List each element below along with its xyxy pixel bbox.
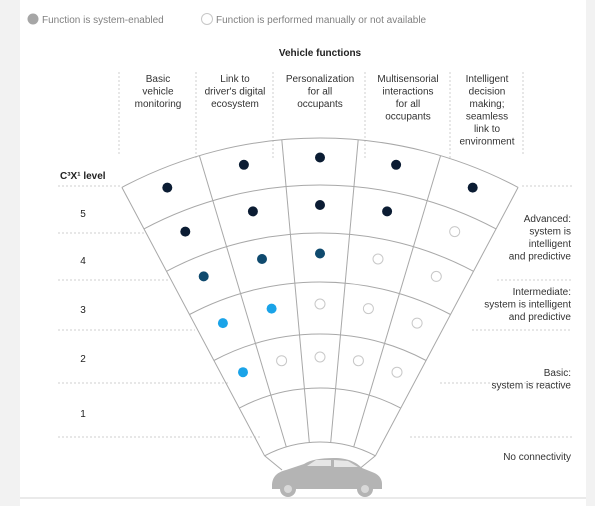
- function-dot-manual: [362, 303, 374, 315]
- fan-radial-line: [281, 139, 310, 443]
- column-header-line: interactions: [382, 87, 433, 98]
- level-description-line: Intermediate:: [513, 287, 571, 298]
- level-description-line: Advanced:: [524, 214, 571, 225]
- legend-manual-swatch: [201, 13, 213, 25]
- level-description-line: system is: [529, 227, 571, 238]
- function-dot-advanced: [238, 159, 249, 170]
- function-dot-intermediate: [315, 248, 325, 259]
- fan-grid: [121, 137, 519, 471]
- fan-arc: [264, 441, 376, 457]
- function-dot-manual: [372, 253, 384, 265]
- level-description-line: No connectivity: [503, 452, 571, 463]
- function-dot-manual: [391, 366, 403, 378]
- column-header-line: seamless: [466, 112, 508, 123]
- function-dot-intermediate: [257, 254, 267, 264]
- column-separators: [118, 72, 524, 160]
- fan-arc: [239, 387, 401, 409]
- fan-radial-line: [353, 155, 442, 448]
- column-header-line: occupants: [297, 99, 343, 110]
- function-dot-advanced: [467, 182, 478, 193]
- function-dot-advanced: [391, 159, 402, 170]
- column-header-line: Basic: [146, 74, 170, 85]
- fan-radial-line: [198, 155, 287, 448]
- level-description-line: system is reactive: [492, 381, 572, 392]
- level-description-line: system is intelligent: [484, 300, 571, 311]
- column-header-line: Personalization: [286, 74, 354, 85]
- legend-enabled-swatch: [27, 13, 39, 25]
- level-label-1: 1: [80, 409, 86, 420]
- function-dot-manual: [430, 270, 442, 282]
- level-labels: C³X¹ level 5 4 3 2 1: [60, 171, 106, 420]
- function-dot-advanced: [247, 206, 258, 217]
- fan-radial-line: [330, 139, 359, 443]
- column-header-line: decision: [469, 87, 506, 98]
- legend-manual-label: Function is performed manually or not av…: [216, 15, 427, 26]
- function-dot-basic: [266, 303, 277, 314]
- function-dot-advanced: [315, 152, 325, 163]
- column-header-line: Link to: [220, 74, 250, 85]
- column-header-line: vehicle: [142, 87, 174, 98]
- level-description-line: and predictive: [509, 312, 572, 323]
- function-dot-advanced: [315, 200, 325, 210]
- fan-arc: [189, 281, 451, 315]
- function-dot-manual: [314, 351, 326, 363]
- function-dot-advanced: [180, 226, 191, 237]
- function-dot-manual: [276, 355, 288, 367]
- function-dot-basic: [217, 318, 228, 329]
- function-dot-manual: [352, 355, 364, 367]
- column-header-line: ecosystem: [211, 99, 259, 110]
- column-header-line: Multisensorial: [377, 74, 438, 85]
- function-dot-manual: [449, 226, 461, 238]
- fan-arc: [121, 137, 519, 188]
- fan-arc: [213, 333, 427, 361]
- function-dot-basic: [238, 367, 248, 378]
- column-header-line: link to: [474, 124, 501, 135]
- column-header-line: occupants: [385, 112, 431, 123]
- column-header-line: for all: [308, 87, 332, 98]
- level-label-2: 2: [80, 354, 86, 365]
- level-header: C³X¹ level: [60, 171, 106, 182]
- column-header-line: environment: [459, 137, 514, 148]
- fan-connector-line: [264, 455, 283, 471]
- column-header-line: making;: [469, 99, 504, 110]
- fan-arc: [166, 232, 474, 272]
- column-header-line: monitoring: [135, 99, 182, 110]
- column-header-line: for all: [396, 99, 420, 110]
- function-dot-manual: [314, 298, 326, 310]
- level-guides: [58, 185, 572, 438]
- level-description-3: Basic: system is reactive: [492, 368, 572, 392]
- function-dot-intermediate: [198, 271, 209, 282]
- fan-radial-line: [374, 187, 519, 457]
- fan-arc: [143, 184, 497, 230]
- vehicle-functions-diagram: Function is system-enabled Function is p…: [20, 13, 586, 499]
- car-silhouette-icon: [272, 458, 382, 497]
- function-dot-advanced: [162, 182, 173, 193]
- legend: Function is system-enabled Function is p…: [27, 13, 427, 26]
- function-dot-advanced: [382, 206, 393, 217]
- function-dot-manual: [411, 317, 423, 329]
- level-description-line: Basic:: [544, 368, 571, 379]
- level-label-3: 3: [80, 305, 86, 316]
- level-label-5: 5: [80, 209, 86, 220]
- level-description-line: and predictive: [509, 252, 572, 263]
- column-header-line: Intelligent: [466, 74, 509, 85]
- column-header-line: driver's digital: [205, 87, 266, 98]
- fan-radial-line: [121, 187, 266, 457]
- chart-panel: Function is system-enabled Function is p…: [20, 0, 586, 506]
- level-description-4: No connectivity: [503, 452, 571, 463]
- legend-enabled-label: Function is system-enabled: [42, 15, 164, 26]
- function-dots: [162, 152, 478, 378]
- diagram-title: Vehicle functions: [279, 48, 362, 59]
- level-description-line: intelligent: [529, 239, 571, 250]
- level-label-4: 4: [80, 256, 86, 267]
